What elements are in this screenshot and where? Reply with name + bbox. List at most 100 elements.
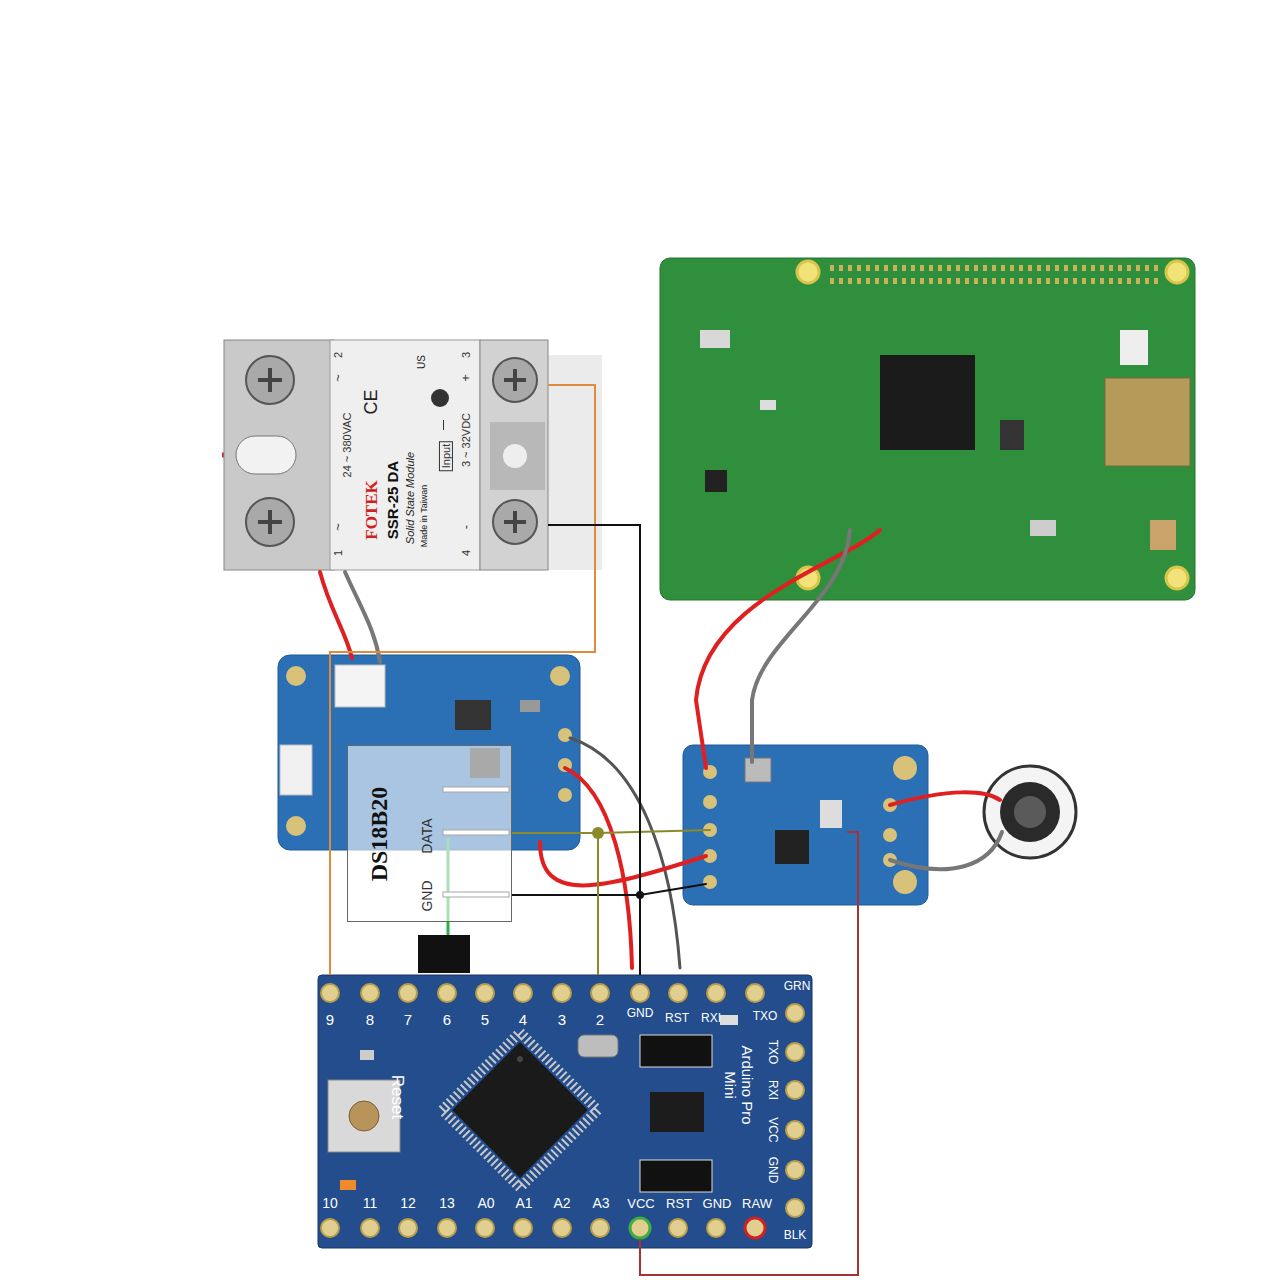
soc-chip [880,355,975,450]
component [1030,520,1056,536]
pin-label: BLK [784,1229,807,1242]
raw-pin [745,1218,765,1238]
microcontroller [442,1032,598,1188]
pin-label: TXO [765,1040,778,1065]
pin-label: 8 [366,1012,374,1029]
pin [703,875,717,889]
pin-label: 9 [326,1012,334,1029]
voltage-rating: 24 ~ 380VAC [341,413,353,478]
wire [570,738,680,968]
part-number: SSR-25 DA [385,461,402,539]
sd-slot [1105,378,1190,466]
pin-label: GND [703,1197,732,1211]
origin-note: Made in Taiwan [420,485,430,547]
brand-name: FOTEK [363,480,382,540]
wire-connector [330,385,595,975]
arduino-board [318,975,812,1248]
wire [696,530,880,768]
pin-label: 3 [558,1012,566,1029]
pin-label: GND [765,1157,778,1184]
mount-hole [1166,261,1188,283]
pin-label: A2 [553,1196,570,1211]
component [520,700,540,712]
sensor-box: DS18B20GND DATA [347,745,512,922]
pin-label: 2 [596,1012,604,1029]
component [1120,330,1148,365]
mount-slot [236,436,296,474]
solid-state-relay: FOTEKSSR-25 DASolid State ModuleMade in … [222,338,548,570]
terminal-number: 4 [460,550,472,556]
pin-label: A0 [477,1196,494,1211]
terminal-screw [246,356,537,546]
pin [558,728,572,742]
capacitor [640,1160,712,1192]
wire [540,842,706,885]
pin-label: 5 [481,1012,489,1029]
pin-name: GND [420,880,435,911]
ic [455,700,491,730]
terminal-symbol: ~ [331,523,345,531]
wire [890,832,1002,869]
terminal-number: 2 [332,352,344,358]
wire-connector [548,525,640,975]
component [700,330,730,348]
mount-hole [550,666,570,686]
amp-chip [775,830,809,864]
solid-state-relay [222,340,602,570]
wires [320,530,1002,1275]
gpio-pads [830,265,1160,271]
board-name: Arduino Pro Mini [722,1035,755,1135]
mount-hole [893,870,917,894]
pin-label: TXO [753,1010,778,1023]
led [340,1180,356,1190]
mount-hole [286,816,306,836]
pcb [660,258,1195,600]
wire [345,572,380,662]
mount-hole [893,756,917,780]
pin-label: GND [627,1007,654,1020]
amplifier-board [683,745,928,905]
relay-side [480,340,548,570]
mark [443,420,444,430]
mount-hole [1166,567,1188,589]
capacitor [640,1035,712,1067]
metal-base [224,340,334,570]
component [360,1050,374,1060]
pin-label: 6 [443,1012,451,1029]
pin-label: RXI [765,1080,778,1100]
pin-label: RXI [701,1012,721,1025]
header-pins [321,984,804,1237]
potentiometer [745,758,771,782]
pin-label: RST [666,1197,692,1211]
component [720,1015,738,1025]
component [705,470,727,492]
pin-label: RST [665,1012,689,1025]
reset-button-cap [349,1101,379,1131]
pin-name: DATA [420,818,435,853]
tab-hole [503,444,527,468]
button-label: Reset [388,1075,407,1119]
indicator-led [431,389,449,407]
tab [490,422,545,490]
relay-label [330,340,480,570]
component [760,400,776,410]
vcc-pin [630,1218,650,1238]
terminal-number: 1 [332,550,344,556]
usb-connector [280,745,312,795]
part-name: DS18B20 [366,787,392,882]
pcb [683,745,928,905]
certification-mark: CE [362,389,382,414]
pin-label: 12 [400,1196,416,1211]
mount-hole [286,666,306,686]
crystal [578,1035,618,1057]
pcb [318,975,812,1248]
raspberry-pi-board [660,258,1195,600]
pin-label: A1 [515,1196,532,1211]
input-marking: Input [439,441,453,471]
pin [558,788,572,802]
pin-label: 11 [363,1196,378,1211]
regulator [650,1092,704,1132]
pin-label: 10 [322,1196,338,1211]
wire [320,572,352,658]
